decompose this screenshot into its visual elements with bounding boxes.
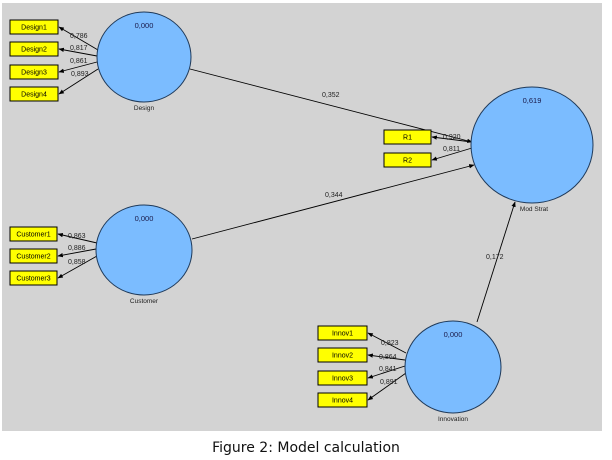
latent-name: Mod Strat (520, 206, 548, 213)
latent-circle[interactable] (95, 204, 193, 296)
indicator-label: Innov4 (332, 397, 353, 404)
loading-value-design1: 0,786 (70, 33, 88, 40)
latent-circle[interactable] (96, 11, 192, 103)
indicator-box[interactable] (9, 86, 59, 102)
indicator-design1[interactable]: Design1 (9, 19, 59, 35)
indicator-label: Innov2 (332, 352, 353, 359)
indicator-innov2[interactable]: Innov2 (317, 347, 368, 363)
indicator-label: Design4 (21, 91, 47, 98)
indicator-box[interactable] (9, 270, 58, 286)
loading-arrow-innov4 (367, 372, 407, 401)
latent-circle[interactable] (470, 86, 594, 204)
r-squared-value: 0,000 (135, 214, 154, 223)
loading-value-customer1: 0,863 (68, 233, 86, 240)
loading-value-design3: 0,861 (70, 58, 88, 65)
loading-value-innov2: 0,864 (379, 354, 397, 361)
latent-name: Design (134, 105, 155, 112)
indicator-customer1[interactable]: Customer1 (9, 226, 58, 242)
indicator-label: R2 (403, 157, 412, 164)
indicator-design3[interactable]: Design3 (9, 64, 59, 80)
loading-arrow-innov3 (367, 365, 406, 379)
indicator-label: R1 (403, 134, 412, 141)
loading-value-customer2: 0,886 (68, 245, 86, 252)
indicator-r2[interactable]: R2 (383, 152, 432, 168)
indicator-label: Customer3 (16, 275, 50, 282)
loading-arrow-customer2 (57, 248, 97, 258)
r-squared-value: 0,000 (444, 330, 463, 339)
r-squared-value: 0,000 (135, 21, 154, 30)
indicator-innov1[interactable]: Innov1 (317, 325, 368, 341)
indicator-label: Innov3 (332, 375, 353, 382)
indicator-box[interactable] (383, 129, 432, 145)
loading-arrow-r2 (431, 147, 473, 161)
loading-arrow-customer1 (57, 232, 98, 244)
loading-value-r2: 0,811 (443, 146, 460, 153)
indicator-innov3[interactable]: Innov3 (317, 370, 368, 386)
loading-value-innov1: 0,823 (381, 340, 399, 347)
indicator-label: Customer2 (16, 253, 50, 260)
loading-arrow-design4 (58, 68, 99, 95)
indicator-box[interactable] (317, 347, 368, 363)
indicator-box[interactable] (9, 19, 59, 35)
indicator-box[interactable] (383, 152, 432, 168)
loading-value-r1: 0,920 (443, 134, 461, 141)
latent-circle[interactable] (404, 320, 502, 414)
loading-value-customer3: 0,858 (68, 259, 86, 266)
loading-value-innov4: 0,891 (380, 379, 398, 386)
latent-name: Customer (130, 298, 159, 305)
indicator-design2[interactable]: Design2 (9, 41, 59, 57)
loading-arrow-design2 (58, 47, 98, 57)
loading-value-design2: 0,817 (70, 45, 88, 52)
r-squared-value: 0,619 (523, 96, 542, 105)
path-arrow-innovation-to-modstrat (476, 201, 516, 323)
path-coefficient-design: 0,352 (322, 92, 340, 99)
indicator-design4[interactable]: Design4 (9, 86, 59, 102)
loading-arrow-design1 (58, 26, 99, 51)
indicator-r1[interactable]: R1 (383, 129, 432, 145)
indicator-innov4[interactable]: Innov4 (317, 392, 368, 408)
loading-value-innov3: 0,841 (379, 366, 397, 373)
indicator-box[interactable] (317, 370, 368, 386)
loading-arrow-design3 (58, 61, 98, 73)
indicator-box[interactable] (9, 226, 58, 242)
loading-arrow-innov2 (367, 353, 406, 361)
latent-name: Innovation (438, 416, 468, 423)
indicator-box[interactable] (317, 325, 368, 341)
indicator-box[interactable] (9, 248, 58, 264)
indicator-customer3[interactable]: Customer3 (9, 270, 58, 286)
loading-arrow-innov1 (367, 332, 407, 354)
indicator-box[interactable] (9, 64, 59, 80)
path-coefficient-innovation: 0,172 (486, 254, 504, 261)
indicator-label: Design3 (21, 69, 47, 76)
loading-arrow-r1 (431, 135, 473, 143)
indicator-label: Design1 (21, 24, 47, 31)
figure-caption: Figure 2: Model calculation (212, 440, 400, 456)
indicator-customer2[interactable]: Customer2 (9, 248, 58, 264)
path-arrow-customer-to-modstrat (191, 164, 475, 240)
loading-value-design4: 0,893 (71, 71, 89, 78)
loading-arrow-customer3 (57, 255, 98, 279)
indicator-box[interactable] (317, 392, 368, 408)
path-model-diagram: Design1Design2Design3Design4Customer1Cus… (9, 11, 594, 423)
indicator-label: Design2 (21, 46, 47, 53)
indicator-label: Innov1 (332, 330, 353, 337)
indicator-box[interactable] (9, 41, 59, 57)
indicator-label: Customer1 (16, 231, 50, 238)
path-coefficient-customer: 0,344 (325, 192, 343, 199)
